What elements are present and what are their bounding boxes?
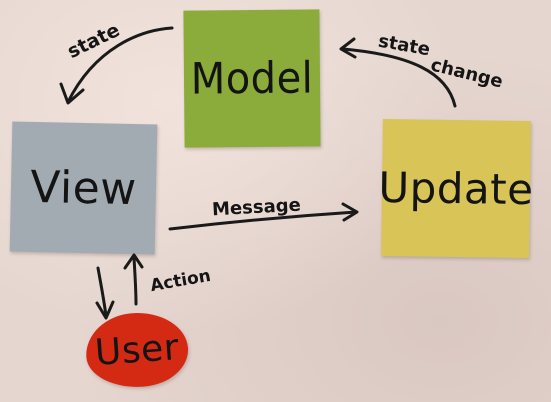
arrow-state-change-head <box>339 37 357 59</box>
arrow-action-head <box>123 253 144 270</box>
arrow-to-user-head <box>95 300 115 320</box>
arrow-to-user <box>96 266 108 318</box>
arrow-state-head <box>59 82 85 105</box>
arrow-action <box>132 256 138 306</box>
arrow-state <box>66 26 174 104</box>
arrow-message-head <box>341 202 359 222</box>
arrow-state-change <box>341 47 457 108</box>
arrow-message <box>168 210 358 231</box>
